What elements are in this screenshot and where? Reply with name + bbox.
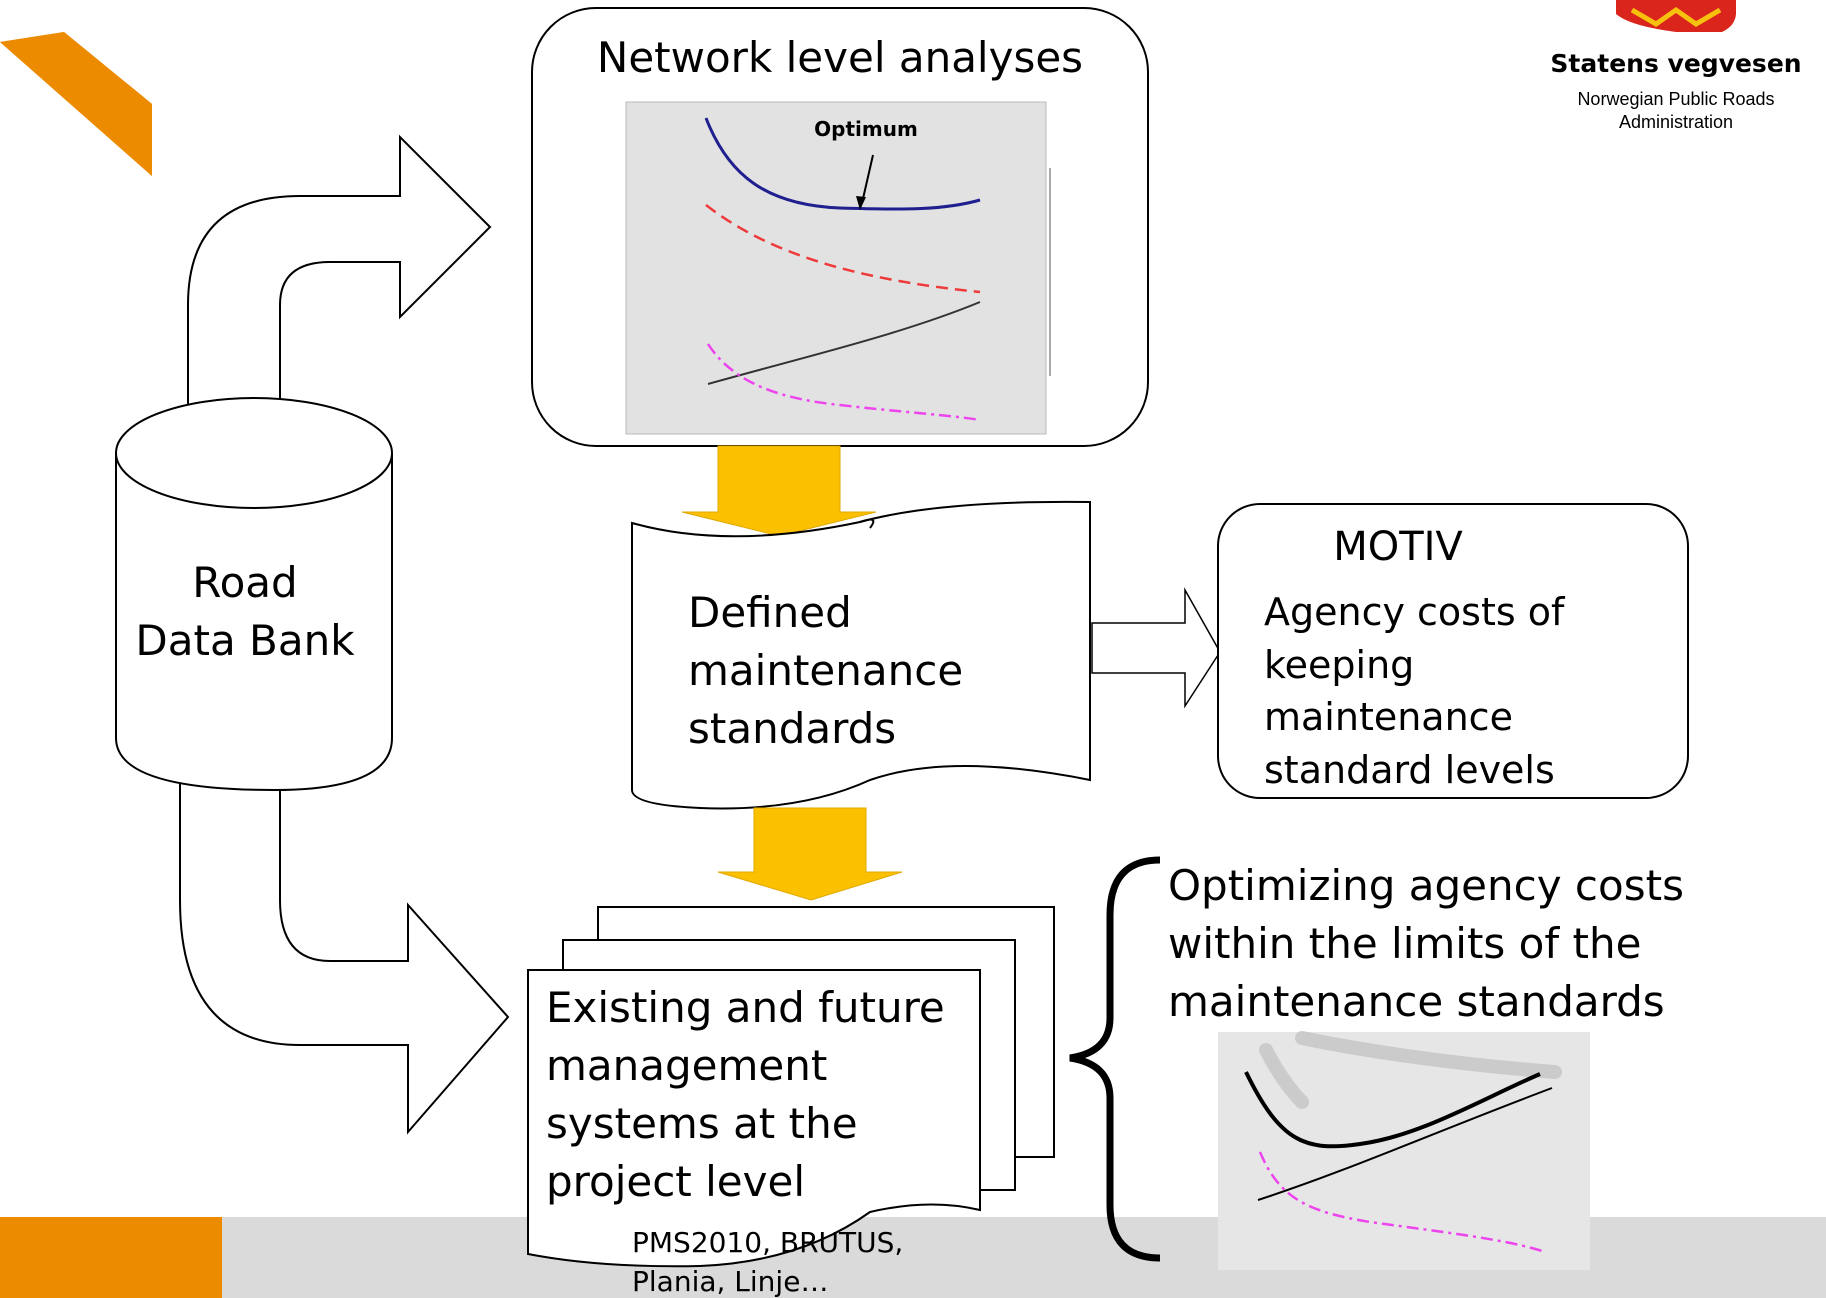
- curly-brace: [1069, 856, 1161, 1262]
- motiv-line3: maintenance: [1264, 695, 1513, 739]
- logo-name: Statens vegvesen: [1550, 49, 1801, 78]
- optimum-annotation: Optimum: [814, 117, 918, 141]
- road-data-bank-line2: Data Bank: [135, 616, 355, 665]
- optimizing-line1: Optimizing agency costs: [1168, 861, 1684, 910]
- road-data-bank-line1: Road: [192, 558, 297, 607]
- agency-cost-line-project: [1257, 1087, 1553, 1201]
- network-analyses-title: Network level analyses: [597, 33, 1083, 82]
- logo-emblem-mark: [1630, 6, 1722, 27]
- motiv-line1: Agency costs of: [1264, 590, 1566, 634]
- standards-line2: maintenance: [688, 646, 963, 695]
- footer-orange-block: [0, 1217, 222, 1298]
- arrow-to-motiv: [1091, 587, 1221, 709]
- agency-cost-curve: [707, 301, 981, 385]
- project-systems-line1: Existing and future: [546, 983, 945, 1032]
- total-cost-curve: [704, 117, 981, 211]
- project-cost-chart: [1218, 1031, 1590, 1270]
- tools-line2: Plania, Linje…: [632, 1265, 828, 1298]
- tools-line1: PMS2010, BRUTUS,: [632, 1226, 903, 1259]
- motiv-title: MOTIV: [1333, 524, 1463, 570]
- yellow-arrow-to-project-systems: [717, 807, 903, 901]
- road-data-bank-cylinder: Road Data Bank: [115, 397, 393, 792]
- logo-emblem: [1616, 0, 1736, 32]
- logo-subtitle-line2: Administration: [1619, 112, 1733, 132]
- network-analyses-box: Network level analyses Optimum: [531, 7, 1149, 447]
- project-systems-line4: project level: [546, 1157, 805, 1206]
- logo-subtitle-line1: Norwegian Public Roads: [1577, 89, 1774, 109]
- scatter-band-left: [1259, 1043, 1309, 1109]
- arrow-to-network-analyses: [187, 134, 492, 456]
- logo: Statens vegvesen Norwegian Public Roads …: [1550, 0, 1802, 132]
- optimizing-line3: maintenance standards: [1168, 977, 1665, 1026]
- project-systems-line3: systems at the: [546, 1099, 858, 1148]
- project-doc-front: [527, 969, 981, 1268]
- motiv-box: MOTIV Agency costs of keeping maintenanc…: [1217, 503, 1689, 799]
- other-cost-curve: [706, 343, 981, 422]
- motiv-line4: standard levels: [1264, 748, 1555, 792]
- standards-line1: Defined: [688, 588, 852, 637]
- total-cost-curve-project: [1244, 1071, 1541, 1149]
- motiv-line2: keeping: [1264, 643, 1414, 687]
- network-cost-chart: Optimum: [625, 101, 1051, 435]
- yellow-arrow-to-standards: [681, 445, 877, 537]
- optimizing-line2: within the limits of the: [1168, 919, 1641, 968]
- optimum-pointer-head: [856, 196, 866, 210]
- maintenance-standards-document: Defined maintenance standards: [631, 500, 1091, 810]
- project-systems-line2: management: [546, 1041, 827, 1090]
- optimum-pointer: [861, 154, 874, 204]
- orange-chevron-shadow: [0, 32, 152, 176]
- project-systems-documents: Existing and future management systems a…: [527, 906, 1055, 1268]
- network-chart-background: [625, 101, 1047, 435]
- other-cost-curve-project: [1258, 1151, 1546, 1254]
- standards-line3: standards: [688, 704, 896, 753]
- arrow-to-project-systems: [179, 751, 510, 1135]
- scatter-band-top: [1295, 1031, 1562, 1079]
